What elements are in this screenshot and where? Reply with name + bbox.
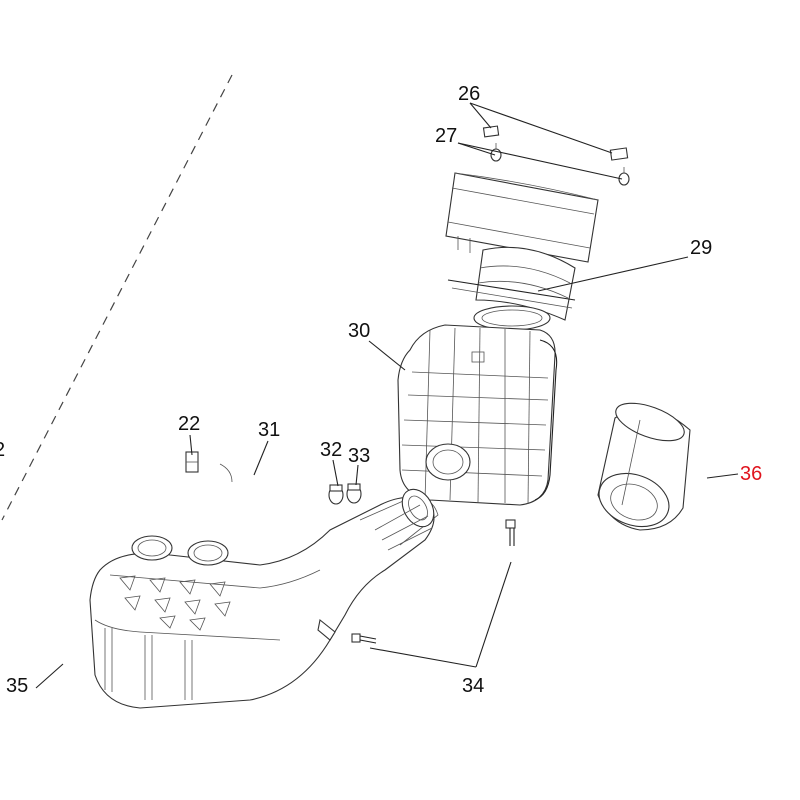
part-27-screw-right	[618, 167, 630, 186]
callout-34: 34	[462, 675, 484, 697]
leader-29	[537, 256, 689, 292]
part-36-filter-element	[597, 402, 691, 531]
part-33-clamp	[346, 483, 362, 504]
part-34-bolt-lower	[351, 633, 377, 644]
callout-edge-cut: 2	[0, 439, 5, 461]
callout-26: 26	[458, 83, 480, 105]
leader-31	[253, 440, 269, 476]
callout-30: 30	[348, 320, 370, 342]
callout-27: 27	[435, 125, 457, 147]
callout-36: 36	[740, 463, 762, 485]
callout-22: 22	[178, 413, 200, 435]
callout-32: 32	[320, 439, 342, 461]
part-26-clip-right	[609, 147, 629, 161]
part-32-clamp	[328, 484, 344, 505]
part-34-bolt-upper	[505, 519, 516, 546]
part-31-hose	[203, 453, 329, 525]
part-35-lower-intake	[89, 488, 439, 709]
leader-34b	[369, 647, 477, 668]
leader-27a	[457, 142, 496, 156]
leader-36	[706, 473, 739, 479]
leader-lines	[35, 102, 739, 689]
callout-31: 31	[258, 419, 280, 441]
leader-22	[189, 434, 193, 456]
callout-35: 35	[6, 675, 28, 697]
reference-dashed-line	[1, 74, 233, 521]
part-22-clip	[185, 451, 199, 473]
leader-33	[355, 464, 359, 486]
callout-29: 29	[690, 237, 712, 259]
leader-34a	[475, 561, 512, 668]
callout-labels: 26 27 29 30 22 31 32 33 34 35 36 2	[0, 83, 762, 697]
part-29-intake-duct	[445, 172, 599, 331]
leader-35	[35, 663, 64, 689]
leader-30	[368, 340, 406, 371]
part-30-air-box	[397, 324, 558, 506]
leader-32	[332, 459, 339, 487]
callout-33: 33	[348, 445, 370, 467]
leader-26b	[469, 102, 613, 154]
leader-27b	[457, 142, 623, 180]
leader-26a	[469, 102, 492, 129]
